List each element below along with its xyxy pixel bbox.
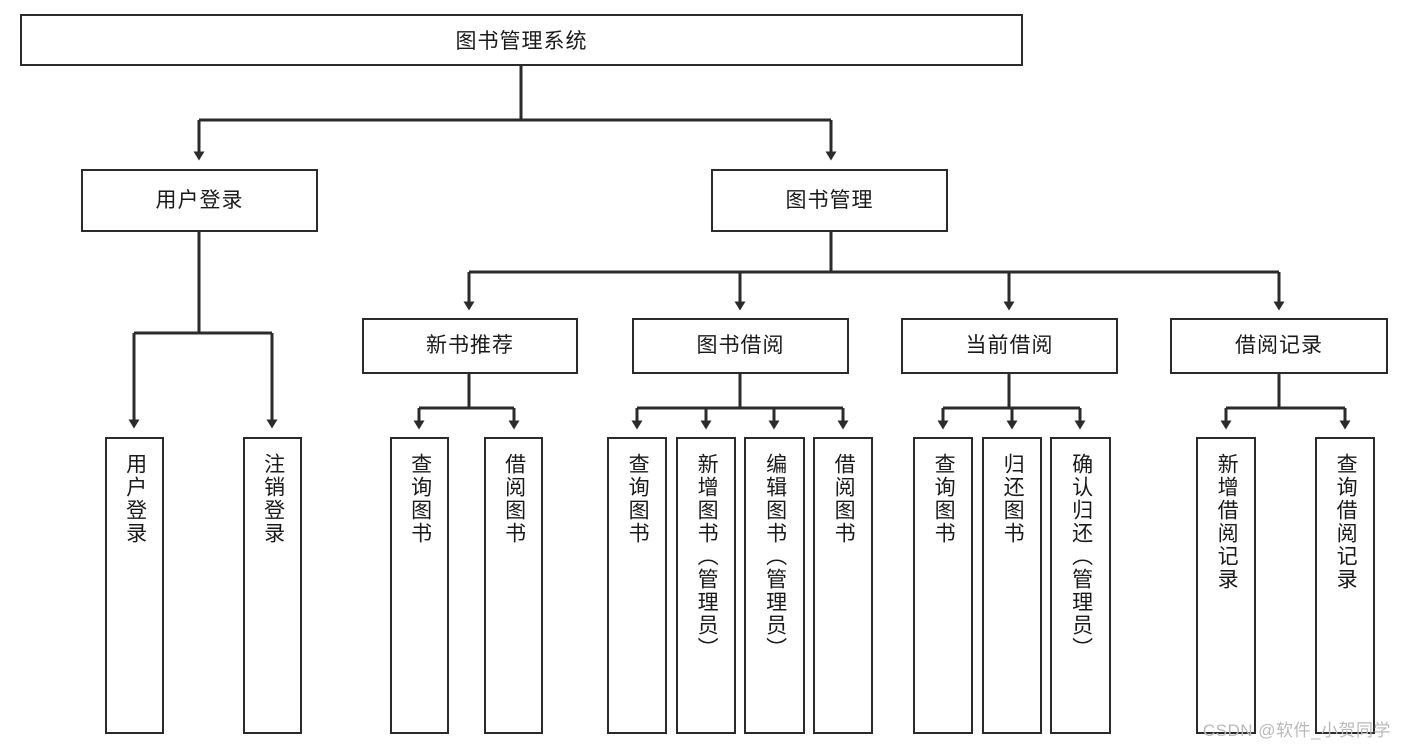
leaf-add-record-label: 新增借阅记录 [1215, 453, 1239, 591]
node-root[interactable]: 图书管理系统 [20, 14, 1023, 66]
leaf-borrow-book-1-label: 借阅图书 [502, 453, 526, 545]
leaf-add-book[interactable]: 新增图书（管理员） [676, 437, 736, 734]
leaf-borrow-book-2[interactable]: 借阅图书 [813, 437, 873, 734]
leaf-query-book-3[interactable]: 查询图书 [913, 437, 973, 734]
leaf-confirm-return[interactable]: 确认归还（管理员） [1050, 437, 1111, 734]
leaf-confirm-return-label: 确认归还（管理员） [1069, 453, 1093, 660]
node-new-book-rec-label: 新书推荐 [426, 334, 514, 358]
node-user-login-label: 用户登录 [155, 188, 244, 212]
node-user-login[interactable]: 用户登录 [81, 169, 318, 232]
node-book-borrow[interactable]: 图书借阅 [632, 318, 849, 374]
leaf-add-record[interactable]: 新增借阅记录 [1196, 437, 1256, 734]
leaf-user-logout[interactable]: 注销登录 [243, 437, 302, 734]
leaf-return-book-label: 归还图书 [1001, 453, 1025, 545]
leaf-borrow-book-1[interactable]: 借阅图书 [484, 437, 543, 734]
node-borrow-record[interactable]: 借阅记录 [1170, 318, 1388, 374]
leaf-query-book-3-label: 查询图书 [932, 453, 956, 545]
leaf-query-book-1-label: 查询图书 [408, 453, 432, 545]
leaf-edit-book-label: 编辑图书（管理员） [763, 453, 787, 660]
leaf-user-login[interactable]: 用户登录 [105, 437, 164, 734]
leaf-query-book-2[interactable]: 查询图书 [607, 437, 667, 734]
leaf-query-record[interactable]: 查询借阅记录 [1315, 437, 1375, 734]
node-current-borrow-label: 当前借阅 [965, 334, 1054, 358]
leaf-borrow-book-2-label: 借阅图书 [832, 453, 856, 545]
leaf-query-record-label: 查询借阅记录 [1334, 453, 1358, 591]
leaf-return-book[interactable]: 归还图书 [982, 437, 1042, 734]
node-book-manage-label: 图书管理 [785, 188, 874, 212]
node-new-book-rec[interactable]: 新书推荐 [362, 318, 578, 374]
leaf-query-book-1[interactable]: 查询图书 [390, 437, 449, 734]
node-current-borrow[interactable]: 当前借阅 [901, 318, 1118, 374]
leaf-user-logout-label: 注销登录 [261, 453, 285, 545]
node-root-label: 图书管理系统 [455, 30, 588, 53]
leaf-edit-book[interactable]: 编辑图书（管理员） [744, 437, 805, 734]
watermark: CSDN @软件_小贺同学 [1202, 721, 1391, 740]
node-book-borrow-label: 图书借阅 [696, 334, 785, 358]
leaf-query-book-2-label: 查询图书 [626, 453, 650, 545]
leaf-user-login-label: 用户登录 [123, 453, 147, 545]
node-borrow-record-label: 借阅记录 [1235, 334, 1323, 358]
node-book-manage[interactable]: 图书管理 [711, 169, 948, 232]
leaf-add-book-label: 新增图书（管理员） [695, 453, 719, 660]
